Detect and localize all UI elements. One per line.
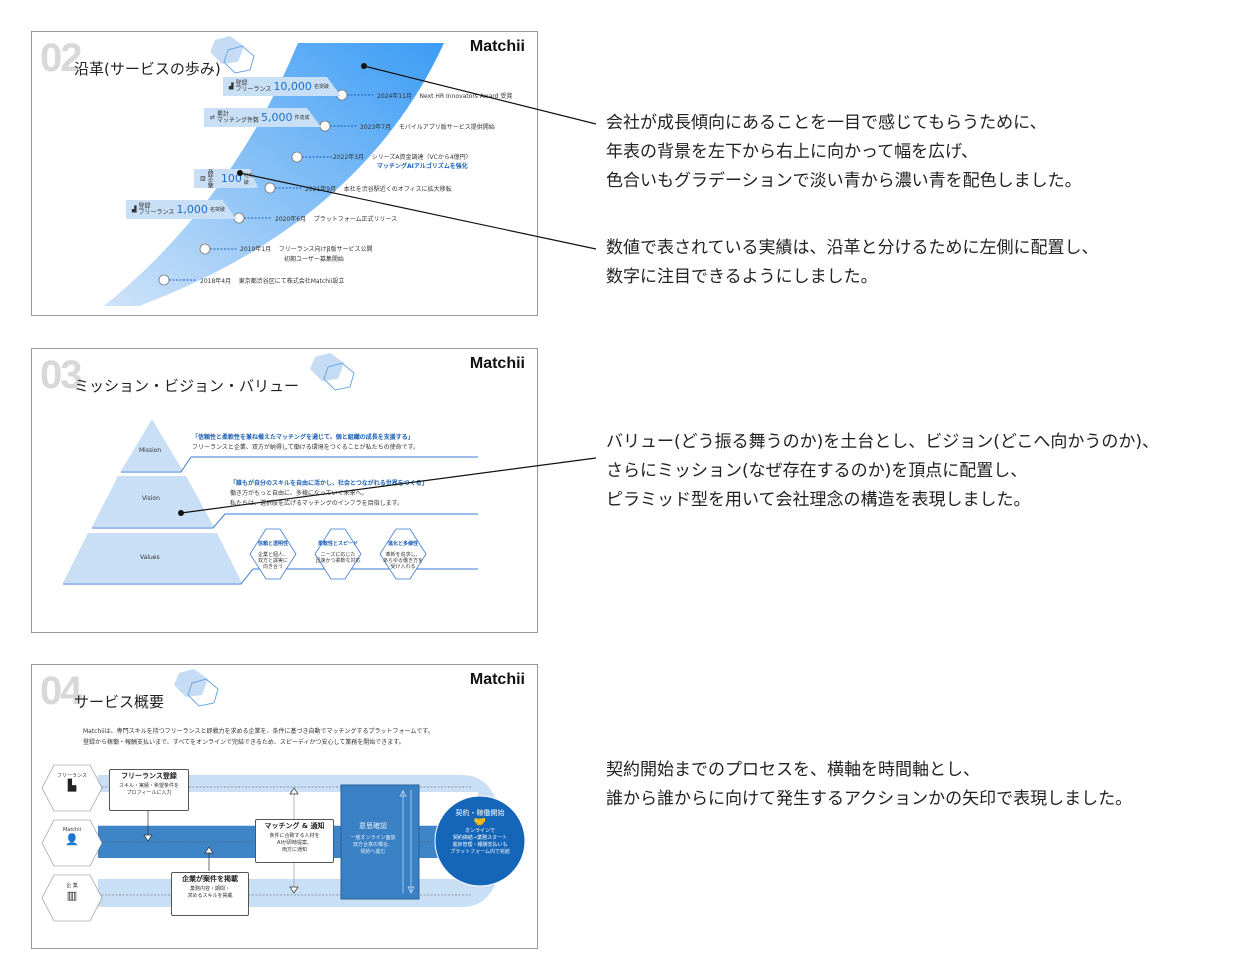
timeline-item: 2018年4月 東京都渋谷区にて株式会社Matchii設立 [200,278,345,285]
handshake-icon: 🤝 [473,817,487,828]
values-label: Values [140,554,160,561]
slide-title: 沿革(サービスの歩み) [74,60,221,78]
annotation-pyramid: バリュー(どう振る舞うのか)を土台とし、ビジョン(どこへ向かうのか)、さらにミッ… [606,432,1160,510]
person-icon: 👤 [65,833,79,846]
timeline-item: 2020年6月 プラットフォーム正式リリース [275,216,398,223]
timeline-item: 2022年3月 シリーズA資金調達（VCから4億円）マッチングAIアルゴリズムを… [333,154,472,170]
pyramid-values [63,533,242,583]
value-item: 柔軟性とスピードニーズに応じた迅速かつ柔軟な対応 [315,541,361,564]
brand-logo: Matchii [469,38,525,55]
actor-freelancer: フリーランス▙ [46,772,98,792]
value-hexagon [379,528,427,580]
actor-hexagon [41,874,103,922]
people-icon: ▟ [132,206,137,213]
vision-text: 「誰もが自分のスキルを自由に活かし、社会とつながれる世界をつくる」働き方がもっと… [230,480,428,507]
actor-company: 企 業▥ [46,882,98,902]
value-item: 信頼と透明性企業と個人、双方と誠実に向き合う [257,541,288,570]
building-icon: ▥ [200,175,206,182]
value-hexagon [314,528,362,580]
mission-label: Mission [139,447,162,454]
slide-number: 03 [40,353,82,397]
slide-title: サービス概要 [74,693,165,711]
annotation-stats: 数値で表されている実績は、沿革と分けるために左側に配置し、数字に注目できるように… [606,238,1099,287]
timeline-item: 2024年11月 Next HR Innovators Award 受賞 [377,93,513,100]
value-hexagon [249,528,297,580]
pyramid-mission [121,419,183,471]
brand-logo: Matchii [469,355,525,372]
hexagon-decoration-icon [310,353,344,381]
actor-hexagon [41,764,103,812]
slide-number: 02 [40,36,82,80]
value-item: 進化と多様性革新を追求し、あらゆる働き方を受け入れる [382,541,423,570]
step-company-post: 企業が案件を掲載業務内容・期間・求めるスキルを掲載 [171,872,249,916]
step-contract-start: 契約・稼働開始🤝オンラインで契約締結→業務スタート進捗管理・報酬支払いもプラット… [437,810,523,856]
slide-mvv: 03 ミッション・ビジョン・バリュー Matchii Mission Visio… [31,348,538,633]
brand-logo: Matchii [469,671,525,688]
annotation-process: 契約開始までのプロセスを、横軸を時間軸とし、誰から誰からに向けて発生するアクショ… [606,760,1133,809]
timeline-item: 2023年7月 モバイルアプリ版サービス提供開始 [360,124,495,131]
annotation-growth: 会社が成長傾向にあることを一目で感じてもらうために、年表の背景を左下から右上に向… [606,113,1082,191]
building-icon: ▥ [66,889,78,902]
step-freelancer-register: フリーランス登録スキル・実績・希望条件をプロフィールに入力 [109,769,189,811]
timeline-item: 2021年9月 本社を渋谷駅近くのオフィスに拡大移転 [305,186,452,193]
freelancer-desk-icon: ▙ [67,779,77,792]
actor-hexagon [41,819,103,867]
intent-confirm-box [340,784,420,900]
hexagon-decoration-icon [210,36,244,64]
slide-service-overview: 04 サービス概要 Matchii Matchiiは、専門スキルを持つフリーラン… [31,664,538,949]
actor-matchii: Matchii👤 [46,827,98,846]
service-intro: Matchiiは、専門スキルを持つフリーランスと即戦力を求める企業を、条件に基づ… [83,728,434,746]
hexagon-decoration-icon [174,669,208,697]
slide-title: ミッション・ビジョン・バリュー [74,377,300,395]
mission-text: 「信頼性と柔軟性を兼ね備えたマッチングを通じて、個と組織の成長を支援する」フリー… [192,434,419,451]
vision-label: Vision [142,495,160,502]
step-intent-confirm: 意思確認一度オンライン面談双方合意の場合、契約へ進む [350,822,396,856]
handshake-icon: ⇄ [210,114,216,121]
timeline-item: 2019年1月 フリーランス向けβ版サービス公開初期ユーザー募集開始 [240,246,373,263]
contract-start-circle [434,795,526,887]
people-icon: ▟ [229,83,234,90]
slide-number: 04 [40,669,82,713]
